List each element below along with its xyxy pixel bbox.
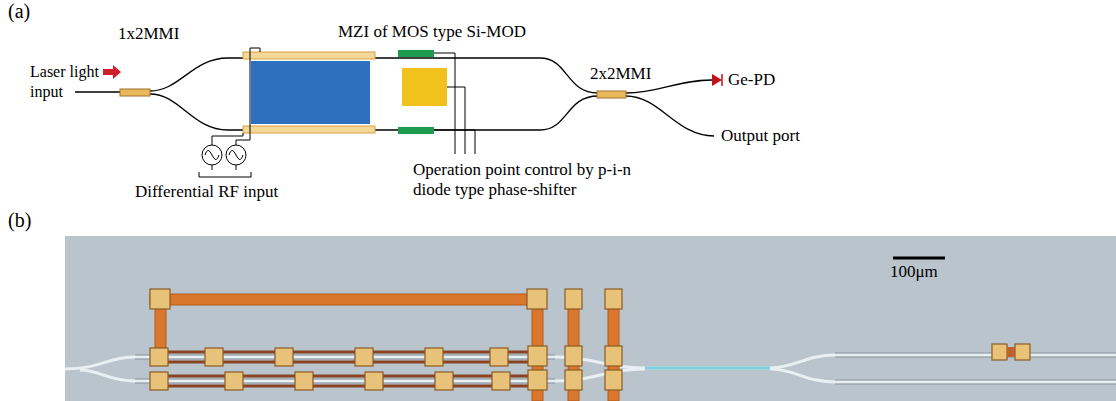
panel-label: (b): [8, 210, 31, 230]
panel-label: (a): [8, 1, 30, 21]
note-label: Operation point control by p-i-n diode t…: [413, 160, 653, 200]
signal-label: Laser light input: [30, 62, 106, 102]
signal-label: Differential RF input: [135, 182, 278, 202]
part-label: MZI of MOS type Si-MOD: [338, 22, 526, 42]
scale-label: 100μm: [890, 262, 938, 282]
port-label: Output port: [721, 126, 800, 146]
part-label: 2x2MMI: [590, 64, 651, 84]
part-label: Ge-PD: [728, 70, 775, 90]
part-label: 1x2MMI: [118, 24, 179, 44]
